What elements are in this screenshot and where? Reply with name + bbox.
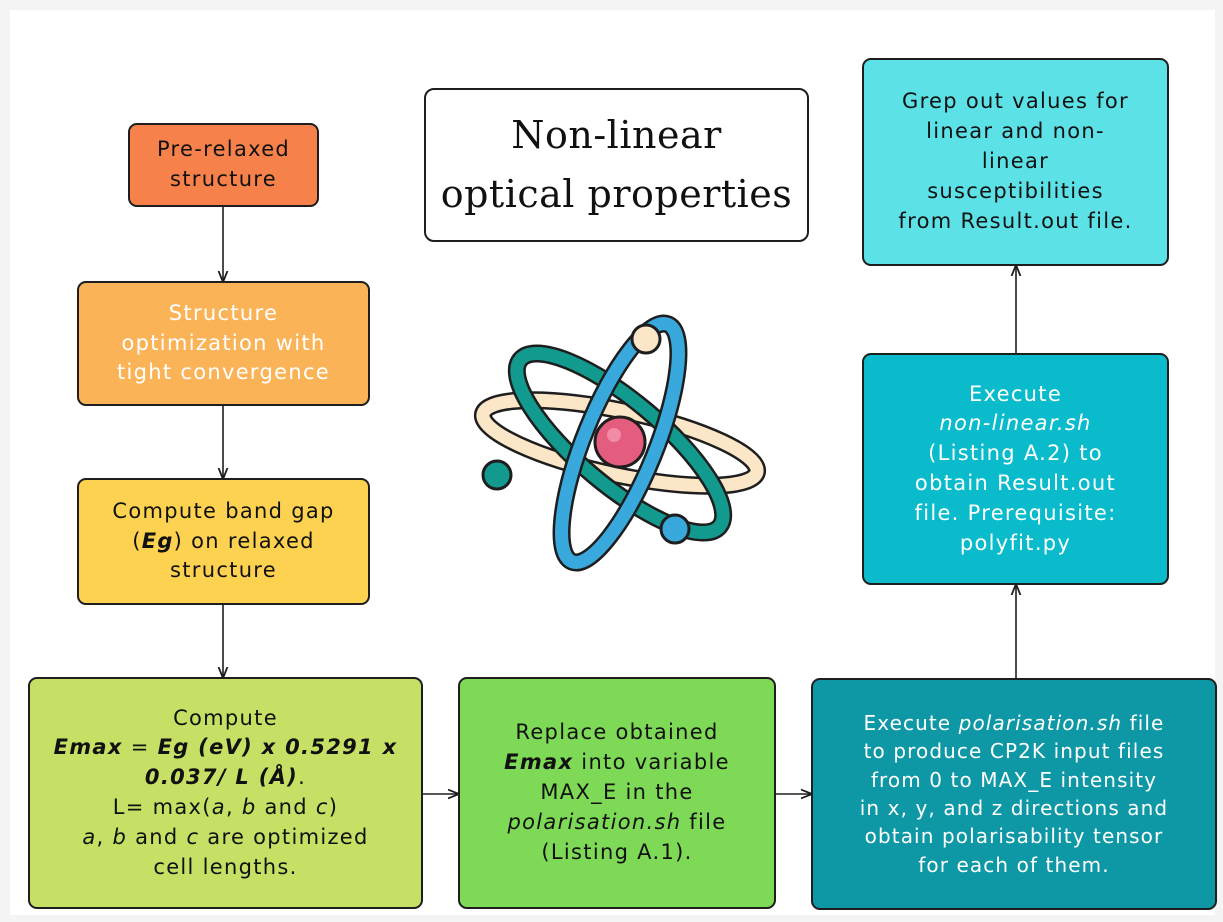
step-text: Compute band gap (112, 498, 335, 523)
text-part: and (256, 795, 316, 819)
nucleus (593, 415, 647, 469)
formula-part: Eg (eV) x 0.5291 x (157, 735, 398, 760)
step-text: obtain polarisability tensor (864, 824, 1164, 849)
step-text: to produce CP2K input files (863, 739, 1165, 764)
step-text: from 0 to MAX_E intensity (870, 767, 1158, 792)
step-text: (Listing A.1). (541, 839, 693, 864)
step-text: obtain Result.out (914, 471, 1117, 495)
var-b: b (112, 824, 128, 849)
text-part: file (681, 809, 727, 834)
step-text: cell lengths. (153, 854, 298, 879)
electron-blue (659, 513, 691, 545)
var-c: c (315, 795, 329, 819)
var-a: a (82, 824, 97, 849)
step-compute-emax: Compute Emax = Eg (eV) x 0.5291 x 0.037/… (28, 677, 423, 909)
step-text: polyfit.py (959, 530, 1072, 555)
electron-cream (630, 323, 662, 355)
text-part: into variable (573, 750, 730, 775)
step-text: Execute (968, 381, 1063, 406)
emax-formula: Emax = Eg (eV) x 0.5291 x (54, 733, 398, 763)
page-title: Non-linear optical properties (424, 88, 809, 242)
eg-symbol: Eg (141, 528, 174, 553)
text-part: file (1122, 710, 1165, 735)
step-text: Execute polarisation.sh file (864, 709, 1165, 737)
text-part: . (298, 765, 307, 790)
text-part: are optimized (199, 824, 369, 849)
script-name: polarisation.sh (958, 710, 1123, 735)
step-replace-emax: Replace obtained Emax into variable MAX_… (458, 677, 776, 909)
step-text: optimization with (121, 330, 326, 355)
step-structure-optimization: Structure optimization with tight conver… (77, 281, 370, 406)
step-text: Replace obtained (515, 720, 719, 745)
title-line-2: optical properties (440, 172, 793, 216)
emax-symbol: Emax (504, 750, 574, 775)
step-pre-relaxed-structure: Pre-relaxed structure (128, 123, 319, 207)
step-text: linear and non- (926, 119, 1105, 144)
text-part: ) (328, 795, 339, 819)
title-line-1: Non-linear (511, 113, 722, 158)
step-grep-values: Grep out values for linear and non- line… (862, 58, 1169, 266)
step-text: structure (170, 167, 277, 191)
text-part: Execute (863, 710, 959, 735)
electron-green (481, 459, 513, 491)
step-text: for each of them. (918, 852, 1110, 877)
step-text: file. Prerequisite: (914, 500, 1117, 525)
step-text: L= max(a, b and c) (113, 793, 339, 823)
step-text: tight convergence (116, 360, 331, 385)
text-part: ( (132, 528, 142, 553)
text-part: L= max( (112, 795, 212, 819)
step-text: susceptibilities (927, 178, 1104, 203)
formula-part: 0.037/ L (Å) (144, 765, 299, 790)
script-name: non-linear.sh (939, 411, 1092, 436)
step-text: polarisation.sh file (508, 808, 727, 838)
step-text: MAX_E in the (540, 780, 694, 805)
text-part: = (122, 735, 158, 760)
step-text: Structure (168, 300, 279, 325)
emax-formula-cont: 0.037/ L (Å). (145, 763, 306, 793)
step-text: linear (981, 149, 1050, 174)
step-execute-nonlinear: Execute non-linear.sh (Listing A.2) to o… (862, 353, 1169, 585)
step-execute-polarisation: Execute polarisation.sh file to produce … (811, 678, 1217, 910)
step-text: (Eg) on relaxed (132, 527, 315, 557)
step-text: in x, y, and z directions and (859, 796, 1169, 820)
var-b: b (241, 795, 257, 819)
text-part: , (96, 824, 113, 849)
atom-icon (473, 314, 767, 572)
step-text: Emax into variable (504, 748, 730, 778)
step-text: Compute (173, 705, 278, 730)
text-part: , (225, 795, 242, 819)
step-text: structure (170, 558, 277, 583)
step-compute-band-gap: Compute band gap (Eg) on relaxed structu… (77, 478, 370, 605)
step-text: (Listing A.2) to (928, 441, 1103, 466)
var-a: a (211, 795, 226, 819)
step-text: Pre-relaxed (156, 137, 291, 162)
text-part: ) on relaxed (173, 528, 315, 553)
step-text: from Result.out file. (898, 208, 1133, 233)
step-text: a, b and c are optimized (82, 823, 368, 853)
var-c: c (186, 824, 200, 849)
text-part: and (127, 824, 187, 849)
emax-symbol: Emax (53, 735, 123, 760)
script-name: polarisation.sh (507, 809, 682, 834)
step-text: Grep out values for (902, 89, 1129, 114)
